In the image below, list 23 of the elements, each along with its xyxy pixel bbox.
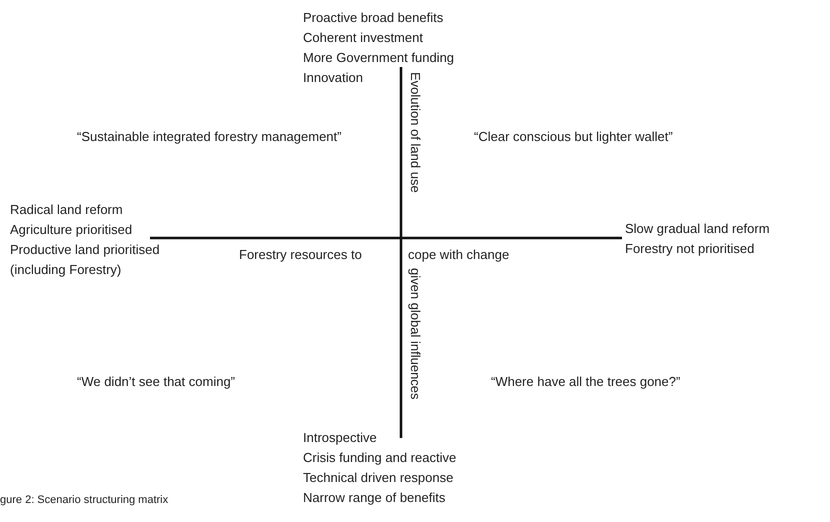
label: Technical driven response (303, 470, 454, 486)
label: Agriculture prioritised (10, 222, 132, 238)
label: Crisis funding and reactive (303, 450, 456, 466)
label: Forestry not prioritised (625, 241, 754, 257)
label: Proactive broad benefits (303, 10, 444, 26)
scenario-title: “We didn’t see that coming” (77, 374, 235, 390)
label: Coherent investment (303, 30, 423, 46)
label: Introspective (303, 430, 377, 446)
axis-label: given global influences (407, 268, 423, 400)
scenario-title: “Where have all the trees gone?” (491, 374, 680, 390)
label: Innovation (303, 70, 363, 86)
label: More Government funding (303, 50, 454, 66)
label: Radical land reform (10, 202, 123, 218)
axis-label: cope with change (408, 247, 510, 263)
axis-label: Forestry resources to (239, 247, 362, 263)
label: (including Forestry) (10, 262, 122, 278)
label: Productive land prioritised (10, 242, 160, 258)
figure-caption: gure 2: Scenario structuring matrix (0, 493, 168, 508)
label: Slow gradual land reform (625, 221, 770, 237)
axis-label: Evolution of land use (407, 72, 423, 193)
label: Narrow range of benefits (303, 490, 446, 506)
scenario-title: “Sustainable integrated forestry management” (77, 129, 342, 145)
scenario-title: “Clear conscious but lighter wallet” (474, 129, 673, 145)
